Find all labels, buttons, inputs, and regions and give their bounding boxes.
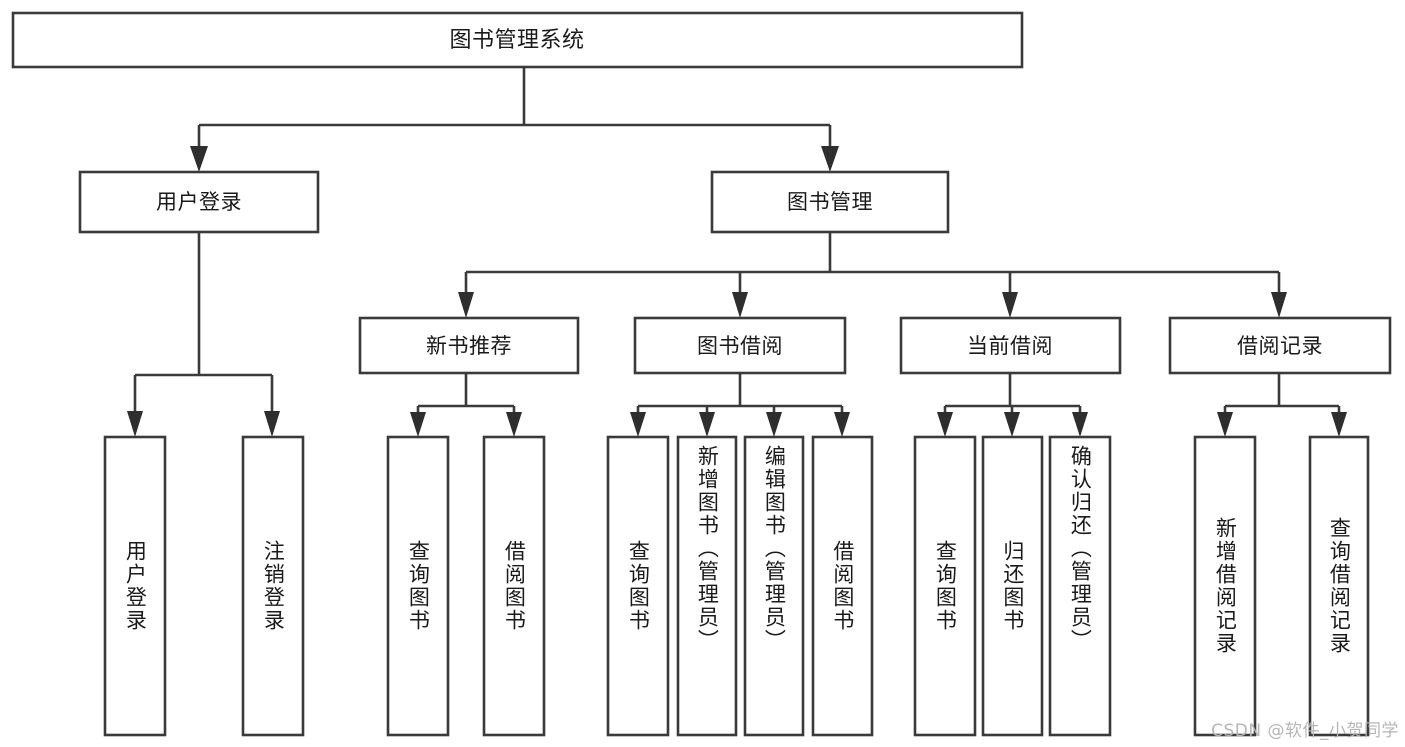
arrow-head-leaf-user-login: [127, 411, 143, 437]
arrow-head-leaf-query-book-2: [630, 412, 646, 437]
node-leaf-user-logout-rect[interactable]: [241, 435, 305, 737]
node-leaf-borrow-book-2-rect[interactable]: [811, 435, 874, 737]
node-borrow-record-rect[interactable]: [1168, 316, 1392, 375]
arrow-head-book-borrow: [732, 292, 748, 318]
node-current-borrow-rect[interactable]: [899, 316, 1122, 375]
arrow-head-new-book-recommend: [458, 292, 474, 318]
node-leaf-add-record-rect[interactable]: [1193, 435, 1257, 737]
node-leaf-query-book-3-rect[interactable]: [913, 435, 977, 737]
node-book-borrow-rect[interactable]: [633, 316, 847, 375]
node-user-login-rect[interactable]: [78, 170, 320, 234]
node-user-login-label: 用户登录: [156, 190, 242, 214]
node-new-book-recommend-rect[interactable]: [358, 316, 580, 375]
node-leaf-user-login-rect[interactable]: [103, 435, 167, 737]
node-current-borrow[interactable]: 当前借阅: [899, 316, 1122, 375]
node-leaf-return-book-rect[interactable]: [981, 435, 1044, 737]
arrow-head-leaf-borrow-book-1: [506, 412, 522, 437]
node-new-book-recommend-label: 新书推荐: [426, 334, 512, 358]
node-leaf-borrow-book-1-rect[interactable]: [482, 435, 546, 737]
node-borrow-record[interactable]: 借阅记录: [1168, 316, 1392, 375]
node-leaf-add-book-rect[interactable]: [676, 435, 738, 737]
node-root-label: 图书管理系统: [449, 28, 584, 53]
node-book-borrow[interactable]: 图书借阅: [633, 316, 847, 375]
arrow-head-book-manage: [821, 146, 839, 172]
node-book-manage-rect[interactable]: [710, 170, 950, 234]
leaf-node-layer: [103, 435, 1370, 737]
arrow-head-current-borrow: [1002, 292, 1018, 318]
node-book-manage[interactable]: 图书管理: [710, 170, 950, 234]
arrow-head-leaf-confirm-return: [1072, 412, 1088, 437]
node-user-login[interactable]: 用户登录: [78, 170, 320, 234]
node-layer: 图书管理系统 用户登录 图书管理 新书推荐 图书借阅 当前: [11, 11, 1392, 737]
node-leaf-query-record-rect[interactable]: [1308, 435, 1370, 737]
node-root[interactable]: 图书管理系统: [11, 11, 1024, 69]
node-book-borrow-label: 图书借阅: [697, 334, 783, 358]
arrow-head-leaf-query-book-1: [410, 412, 426, 437]
arrow-head-leaf-add-record: [1217, 412, 1233, 437]
arrow-head-user-login: [190, 146, 208, 172]
arrow-head-leaf-edit-book: [766, 412, 782, 437]
node-root-rect[interactable]: [11, 11, 1024, 69]
node-borrow-record-label: 借阅记录: [1237, 334, 1323, 358]
arrow-head-leaf-user-logout: [264, 411, 280, 437]
node-leaf-query-book-2-rect[interactable]: [606, 435, 670, 737]
node-leaf-query-book-1-rect[interactable]: [386, 435, 450, 737]
arrow-head-leaf-query-book-3: [937, 412, 953, 437]
arrow-head-leaf-borrow-book-2: [834, 412, 850, 437]
node-book-manage-label: 图书管理: [787, 190, 873, 214]
node-leaf-confirm-return-rect[interactable]: [1048, 435, 1112, 737]
arrow-head-leaf-return-book: [1004, 412, 1020, 437]
connector-layer: [127, 67, 1347, 437]
arrow-head-leaf-query-record: [1331, 412, 1347, 437]
arrow-head-leaf-add-book: [699, 412, 715, 437]
node-leaf-edit-book-rect[interactable]: [743, 435, 805, 737]
arrow-head-borrow-record: [1271, 292, 1287, 318]
node-new-book-recommend[interactable]: 新书推荐: [358, 316, 580, 375]
node-current-borrow-label: 当前借阅: [967, 334, 1053, 358]
